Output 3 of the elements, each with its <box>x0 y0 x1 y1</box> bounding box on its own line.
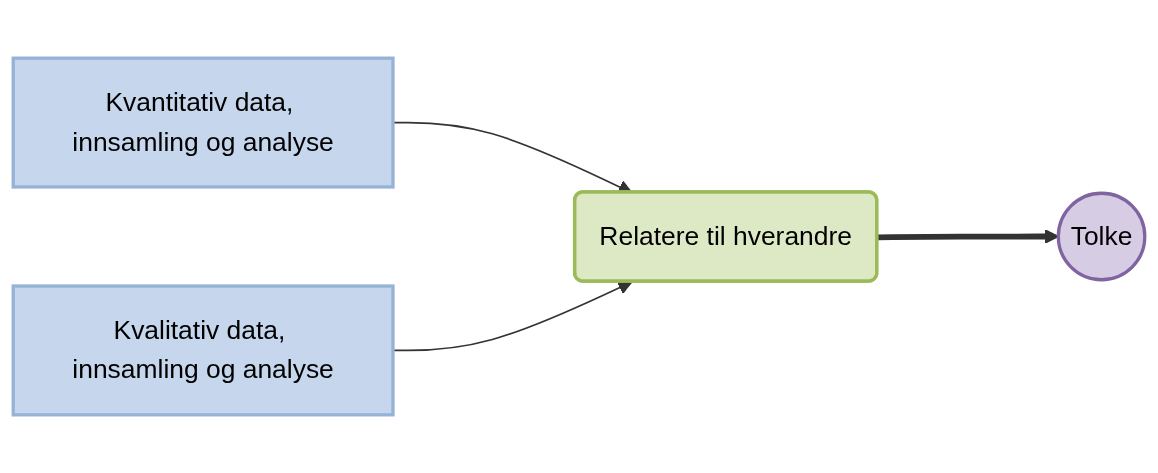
node-box: Kvantitativ data, innsamling og analyse <box>11 56 395 189</box>
node-box: Kvalitativ data, innsamling og analyse <box>11 284 395 417</box>
node-circle: Tolke <box>1056 191 1147 282</box>
